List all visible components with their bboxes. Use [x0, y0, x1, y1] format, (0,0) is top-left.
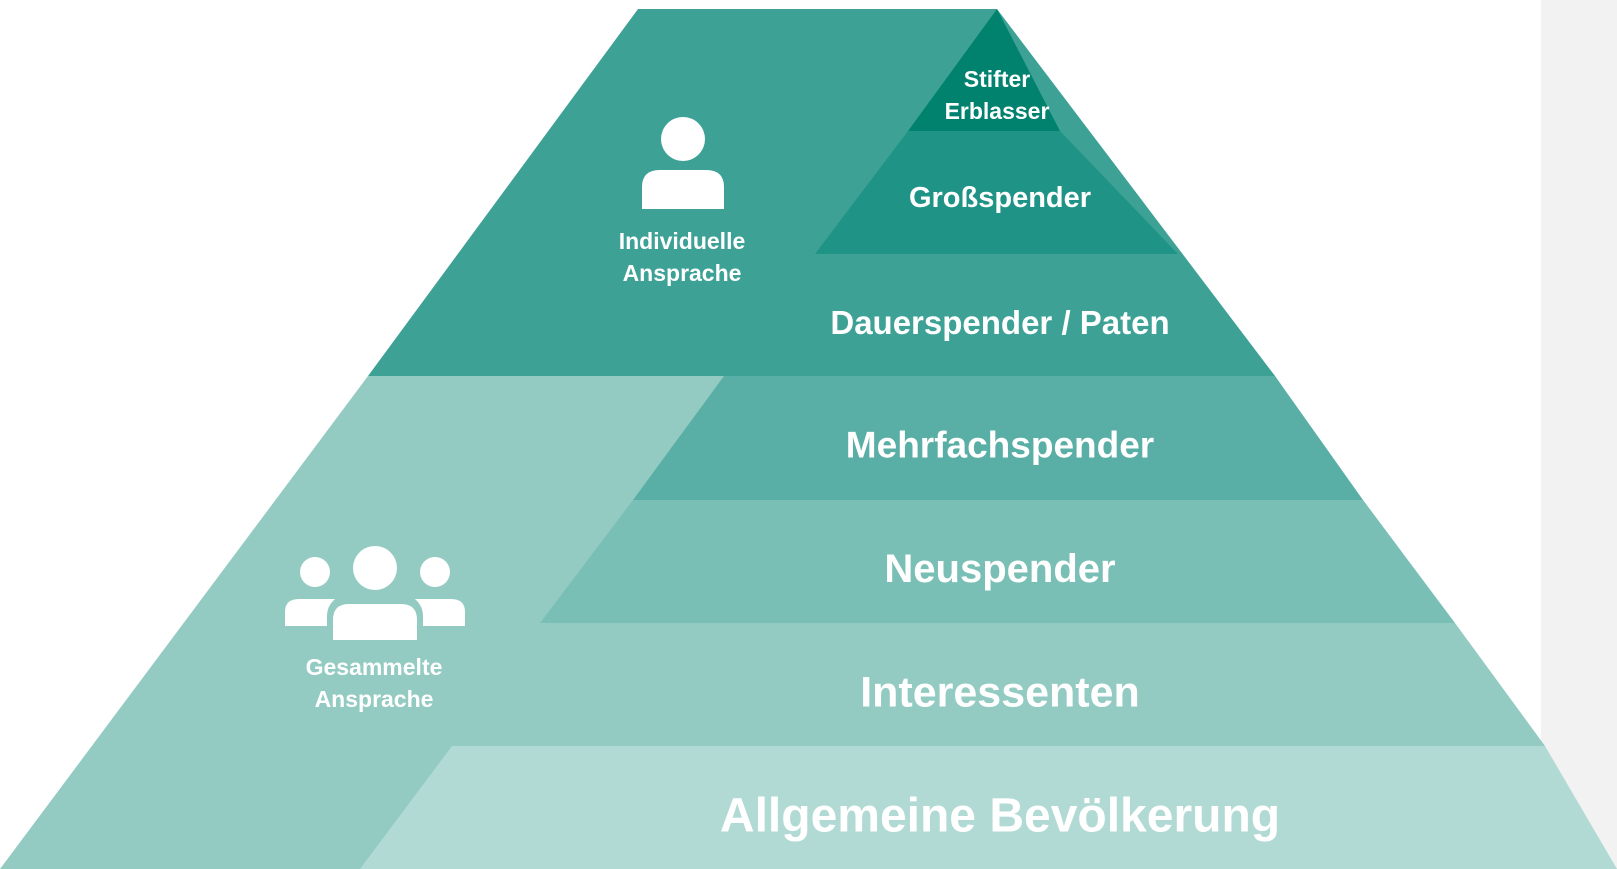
tier-label-bevoelkerung: Allgemeine Bevölkerung: [719, 789, 1281, 843]
tier-dauerspender: [815, 254, 1275, 376]
tier-interessenten: [452, 623, 1545, 746]
tier-label-grossspender: Großspender: [908, 182, 1092, 215]
person-icon: [642, 117, 724, 209]
tier-label-interessenten: Interessenten: [860, 668, 1140, 717]
tier-label-stifter-line2: Erblasser: [944, 98, 1050, 124]
tier-label-dauerspender: Dauerspender / Paten: [830, 303, 1170, 341]
collective-label-line1: Gesammelte: [305, 654, 443, 680]
tier-label-stifter-line1: Stifter: [963, 66, 1031, 92]
individual-label-line2: Ansprache: [622, 260, 742, 286]
individual-label-line1: Individuelle: [618, 228, 746, 254]
individual-label: Individuelle Ansprache: [619, 225, 746, 289]
tier-mehrfachspender: [633, 376, 1363, 500]
tier-stifter: [908, 9, 1060, 131]
tier-grossspender: [815, 131, 1178, 254]
collective-label: Gesammelte Ansprache: [306, 651, 443, 715]
tier-label-mehrfachspender: Mehrfachspender: [845, 424, 1155, 466]
group-icon: [285, 546, 465, 640]
tier-neuspender: [540, 500, 1455, 623]
collective-label-line2: Ansprache: [314, 686, 434, 712]
tier-bevoelkerung: [360, 746, 1617, 869]
tier-label-neuspender: Neuspender: [884, 547, 1116, 591]
tier-label-stifter: Stifter Erblasser: [945, 63, 1050, 127]
side-panel: [1541, 0, 1617, 869]
